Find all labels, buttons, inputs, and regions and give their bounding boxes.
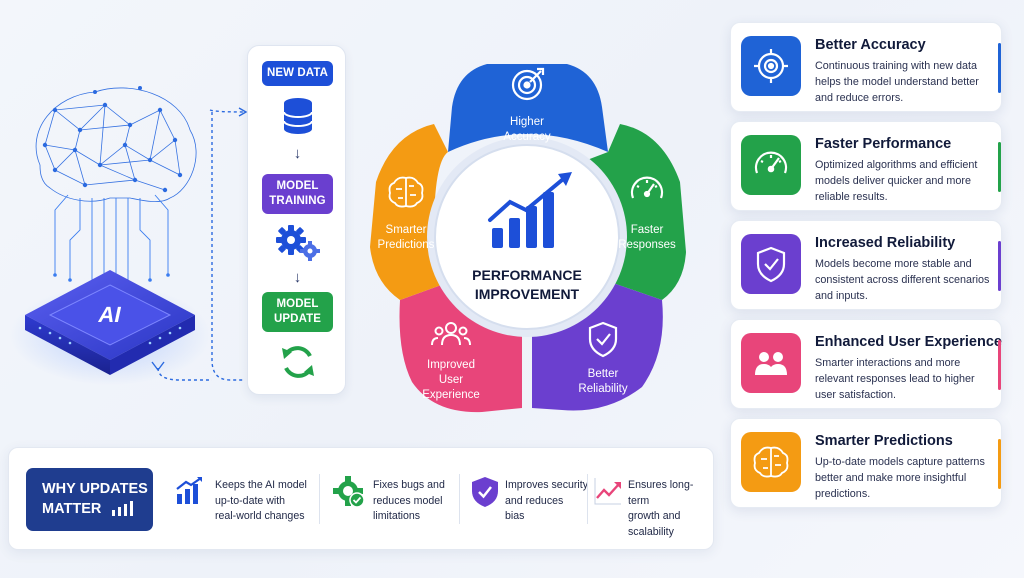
center-title-line-2: IMPROVEMENT bbox=[475, 286, 580, 302]
segment-faster-responses bbox=[587, 124, 686, 300]
card-description: Optimized algorithms and efficient model… bbox=[815, 159, 978, 203]
update-pipeline-card: NEW DATA ↓ MODEL TRAINING ↓ bbox=[247, 45, 346, 395]
refresh-icon bbox=[248, 342, 347, 387]
card-increased-reliability: Increased Reliability Models become more… bbox=[730, 220, 1002, 310]
database-icon bbox=[248, 96, 347, 141]
shield-check-icon bbox=[741, 234, 801, 294]
card-title: Enhanced User Experience bbox=[815, 334, 1002, 350]
card-accent-bar bbox=[998, 43, 1001, 93]
card-description: Models become more stable and consistent… bbox=[815, 258, 990, 302]
divider bbox=[587, 474, 588, 524]
shield-check-icon bbox=[471, 476, 499, 513]
segment-label-ux-1: Improved bbox=[427, 359, 475, 371]
segment-label-smarter-1: Smarter bbox=[386, 224, 427, 236]
users-icon bbox=[431, 322, 471, 346]
why-updates-badge: WHY UPDATES MATTER bbox=[26, 468, 153, 531]
card-accent-bar bbox=[998, 241, 1001, 291]
model-update-label-2: UPDATE bbox=[273, 313, 322, 325]
growth-bar-chart-icon bbox=[488, 172, 572, 248]
card-title: Better Accuracy bbox=[815, 37, 926, 53]
segment-label-ux-3: Experience bbox=[422, 389, 480, 401]
card-smarter-predictions: Smarter Predictions Up-to-date models ca… bbox=[730, 418, 1002, 508]
segment-label-reliability-2: Reliability bbox=[578, 383, 627, 395]
segment-label-higher-1: Higher bbox=[510, 116, 544, 128]
segment-label-reliability-1: Better bbox=[588, 368, 619, 380]
card-title: Faster Performance bbox=[815, 136, 952, 152]
card-accent-bar bbox=[998, 439, 1001, 489]
bar-chart-up-icon bbox=[112, 501, 133, 516]
segment-improved-user-experience bbox=[399, 284, 522, 413]
segment-label-higher-2: Accuracy bbox=[503, 131, 551, 143]
arrow-down-icon: ↓ bbox=[293, 269, 302, 286]
card-description: Up-to-date models capture patterns bette… bbox=[815, 456, 985, 500]
why-line-2: MATTER bbox=[42, 501, 102, 517]
card-better-accuracy: Better Accuracy Continuous training with… bbox=[730, 22, 1002, 112]
model-training-step: MODEL TRAINING bbox=[262, 174, 333, 214]
model-training-label-2: TRAINING bbox=[269, 195, 326, 207]
card-title: Smarter Predictions bbox=[815, 433, 953, 449]
card-accent-bar bbox=[998, 142, 1001, 192]
segment-label-smarter-2: Predictions bbox=[378, 239, 435, 251]
segment-smarter-predictions bbox=[370, 124, 448, 300]
speedometer-icon bbox=[741, 135, 801, 195]
card-enhanced-user-experience: Enhanced User Experience Smarter interac… bbox=[730, 319, 1002, 409]
center-title-line-1: PERFORMANCE bbox=[472, 267, 582, 283]
card-faster-performance: Faster Performance Optimized algorithms … bbox=[730, 121, 1002, 211]
arrow-down-icon: ↓ bbox=[293, 145, 302, 162]
target-icon bbox=[741, 36, 801, 96]
chip-label: AI bbox=[96, 302, 123, 327]
model-update-label-1: MODEL bbox=[276, 298, 319, 310]
card-description: Continuous training with new data helps … bbox=[815, 60, 979, 104]
new-data-label: NEW DATA bbox=[266, 67, 329, 79]
performance-wheel: PERFORMANCE IMPROVEMENT Higher Accuracy … bbox=[370, 64, 686, 413]
new-data-step: NEW DATA bbox=[262, 61, 333, 86]
gear-check-icon bbox=[333, 476, 365, 513]
segment-better-reliability bbox=[532, 282, 663, 411]
circuit-lines bbox=[54, 194, 169, 285]
trend-up-icon bbox=[593, 476, 623, 511]
target-icon bbox=[511, 67, 545, 101]
segment-label-faster-2: Responses bbox=[618, 239, 676, 251]
ai-brain-chip-illustration: AI bbox=[10, 86, 210, 385]
divider bbox=[459, 474, 460, 524]
card-description: Smarter interactions and more relevant r… bbox=[815, 357, 975, 401]
divider bbox=[319, 474, 320, 524]
dashed-connector bbox=[151, 107, 248, 381]
brain-icon bbox=[388, 176, 424, 208]
card-accent-bar bbox=[998, 340, 1001, 390]
segment-label-faster-1: Faster bbox=[631, 224, 664, 236]
brain-nodes bbox=[42, 86, 183, 193]
model-update-step: MODEL UPDATE bbox=[262, 292, 333, 332]
model-training-label-1: MODEL bbox=[276, 180, 319, 192]
why-line-1: WHY UPDATES bbox=[42, 481, 148, 497]
bar-chart-up-icon bbox=[174, 476, 204, 511]
segment-label-ux-2: User bbox=[439, 374, 463, 386]
gears-icon bbox=[248, 224, 347, 267]
speedometer-icon bbox=[630, 176, 664, 199]
brain-icon bbox=[741, 432, 801, 492]
card-title: Increased Reliability bbox=[815, 235, 956, 251]
users-icon bbox=[741, 333, 801, 393]
shield-check-icon bbox=[588, 321, 618, 358]
segment-higher-accuracy bbox=[448, 64, 608, 152]
